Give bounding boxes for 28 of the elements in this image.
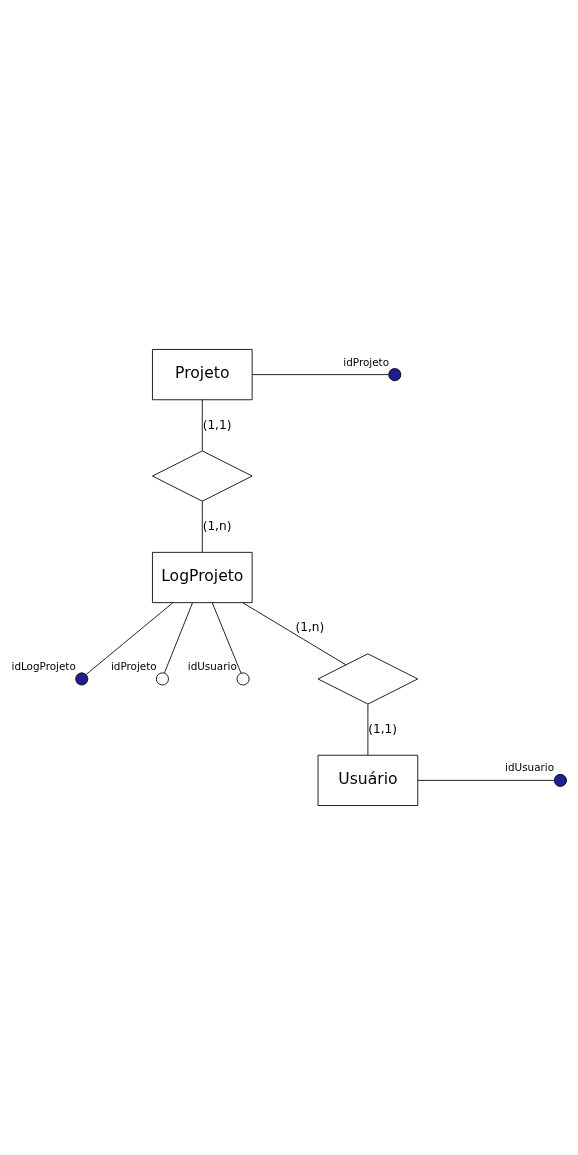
edge-label: (1,1) [368,721,398,736]
node-box: Usuário [317,754,419,806]
connector [417,779,555,781]
node-label: idProjeto [343,355,390,368]
connector [201,500,203,553]
connector [242,602,347,666]
node-label: idUsuario [187,659,237,672]
node-label: idLogProjeto [11,659,76,672]
node-diamond [152,450,253,502]
connector [85,602,174,675]
node-circle [155,672,169,686]
node-box: LogProjeto [152,551,253,604]
node-circle [388,368,402,382]
connector [164,602,193,674]
node-label: idUsuario [505,761,555,774]
node-label: idProjeto [110,659,157,672]
connector [201,399,203,452]
node-box: Projeto [152,349,253,401]
edge-label: (1,n) [295,620,325,635]
connector [367,703,369,756]
connector [251,374,390,376]
connector [211,602,242,674]
node-diamond [317,653,419,705]
edge-label: (1,n) [202,518,232,533]
node-circle [553,773,567,787]
node-circle [236,672,250,686]
edge-label: (1,1) [202,417,232,432]
node-circle [75,672,89,686]
